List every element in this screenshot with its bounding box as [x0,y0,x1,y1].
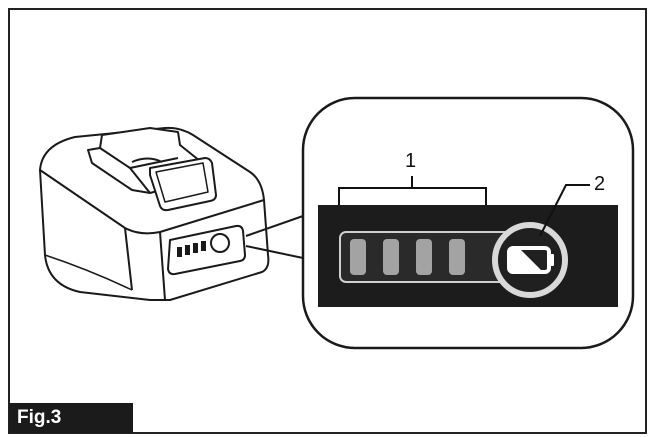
zoom-connector-line [245,245,304,259]
figure-label: Fig.3 [9,403,133,433]
callout-2-label: 2 [594,173,605,195]
zoom-connector-line [245,215,304,237]
indicator-lamp [416,239,432,275]
callout-2-leader [539,184,590,237]
indicator-lamp [383,239,399,275]
callout-1-bracket [338,176,487,205]
battery-charger-icon [39,126,270,301]
battery-icon [507,246,554,274]
indicator-lamp [449,239,465,275]
indicator-lamps [350,239,465,275]
indicator-lamp [350,239,366,275]
callout-1-label: 1 [405,150,416,172]
